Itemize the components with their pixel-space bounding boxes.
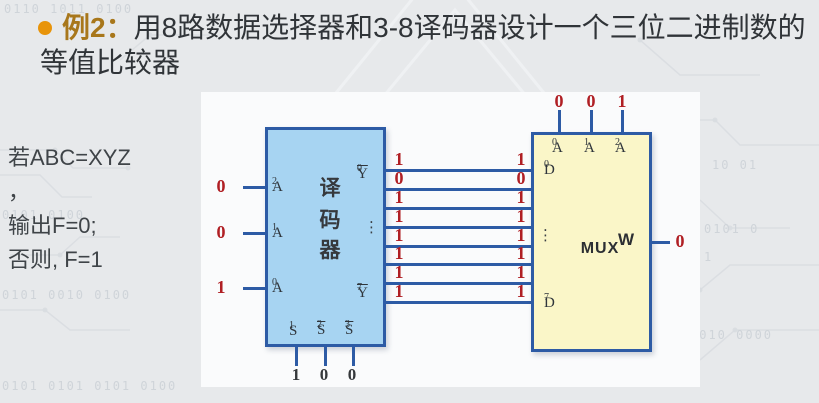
decoder-name-char: 译 [319, 177, 341, 200]
wire-value-right: 1 [516, 281, 526, 301]
decoder-input-stub [243, 232, 265, 235]
mux-select-stub [621, 110, 624, 134]
mux-select-value: 0 [554, 91, 564, 111]
wire [386, 263, 531, 266]
wire-value-left: 0 [394, 168, 404, 188]
bullet-icon [38, 21, 52, 35]
decoder-name-char: 码 [319, 209, 341, 232]
wire-value-left: 1 [394, 206, 404, 226]
wire-value-left: 1 [394, 281, 404, 301]
wire-value-right: 1 [516, 225, 526, 245]
decoder-input-value: 0 [216, 176, 226, 196]
decoder-enable-stub [352, 347, 355, 366]
mux-output-value: 0 [675, 231, 685, 251]
note-line: 输出F=0; [8, 213, 97, 238]
wire [386, 282, 531, 285]
decoder-box [265, 127, 386, 347]
wire [386, 207, 531, 210]
background-binary: 1 [704, 250, 714, 264]
mux-select-stub [558, 110, 561, 134]
wire-value-right: 1 [516, 262, 526, 282]
wire-value-right: 1 [516, 187, 526, 207]
decoder-enable-value: 1 [291, 365, 301, 384]
wire [386, 188, 531, 191]
note-line: 否则, F=1 [8, 247, 103, 272]
ellipsis-vertical-icon: ⋮ [538, 227, 553, 244]
decoder-name-char: 器 [319, 239, 341, 262]
slide-title: 例2：用8路数据选择器和3-8译码器设计一个三位二进制数的等值比较器 [40, 10, 814, 80]
mux-label: MUX [580, 240, 620, 257]
wire-value-left: 1 [394, 262, 404, 282]
mux-select-value: 1 [617, 91, 627, 111]
decoder-enable-value: 0 [319, 365, 329, 384]
wire [386, 169, 531, 172]
decoder-input-value: 0 [216, 222, 226, 242]
background-binary: 10 01 [712, 158, 759, 172]
wire-value-right: 1 [516, 149, 526, 169]
background-binary: 0101 0010 0100 [2, 288, 132, 302]
wire-value-left: 1 [394, 149, 404, 169]
mux-output-stub [652, 241, 670, 244]
decoder-input-value: 1 [216, 277, 226, 297]
mux-select-stub [590, 110, 593, 134]
background-binary: 0010 0000 [690, 328, 774, 342]
decoder-enable-stub [295, 347, 298, 366]
wire-value-right: 1 [516, 206, 526, 226]
wire [386, 226, 531, 229]
title-text: 用8路数据选择器和3-8译码器设计一个三位二进制数的等值比较器 [40, 12, 806, 78]
decoder-input-stub [243, 186, 265, 189]
note-line: ， [8, 179, 31, 204]
wire-value-right: 0 [516, 168, 526, 188]
wire-value-right: 1 [516, 243, 526, 263]
background-binary: 0101 0101 0101 0100 [2, 379, 178, 393]
wire [386, 245, 531, 248]
wire-value-left: 1 [394, 225, 404, 245]
mux-select-value: 0 [586, 91, 596, 111]
side-note: 若ABC=XYZ ， 输出F=0; 否则, F=1 [8, 141, 203, 277]
decoder-enable-stub [324, 347, 327, 366]
background-binary: 0110 1011 0100 [4, 2, 134, 16]
title-prefix: 例2： [62, 12, 134, 43]
background-binary: 0101 0 [704, 222, 760, 236]
note-line: 若ABC=XYZ [8, 145, 131, 170]
ellipsis-vertical-icon: ⋮ [364, 219, 379, 236]
wire [386, 301, 531, 304]
decoder-input-stub [243, 287, 265, 290]
wire-value-left: 1 [394, 187, 404, 207]
mux-output-label: W [618, 230, 635, 249]
wire-value-left: 1 [394, 243, 404, 263]
background-binary: 0101 0100 [2, 208, 86, 222]
decoder-enable-value: 0 [347, 365, 357, 384]
